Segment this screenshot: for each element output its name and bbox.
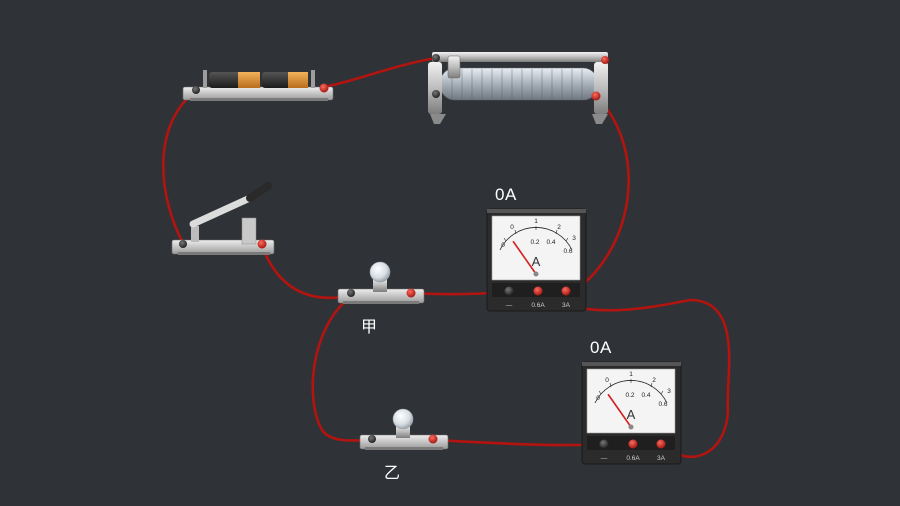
scale-inner-3: 0.6 <box>658 401 667 408</box>
terminal-label-negative: — <box>601 455 608 462</box>
bulb-yi-label: 乙 <box>384 463 401 482</box>
scale-outer-1: 1 <box>629 371 633 378</box>
scale-outer-2: 2 <box>652 377 656 384</box>
wire-bulb-jia-bulb-yi[interactable] <box>311 296 372 442</box>
scale-outer-0: 0 <box>605 377 609 384</box>
wire-battery-rheostat[interactable] <box>322 56 438 89</box>
terminal-label-negative: — <box>506 302 513 309</box>
wire-rheostat-ammeter-top[interactable] <box>564 94 630 299</box>
terminal-negative[interactable] <box>504 286 514 296</box>
terminal-0-6a[interactable] <box>533 286 543 296</box>
wire-bulb-yi-ammeter-bottom[interactable] <box>431 438 605 447</box>
scale-inner-1: 0.2 <box>625 392 634 399</box>
scale-inner-2: 0.4 <box>546 239 555 246</box>
ammeter-top[interactable]: 0 1 2 3 0 0.2 0.4 0.6 A — 0.6A 3A <box>486 208 587 312</box>
terminal-label-3a: 3A <box>657 455 666 462</box>
bulb-jia-label: 甲 <box>361 317 378 336</box>
scale-outer-3: 3 <box>572 235 576 242</box>
scale-outer-2: 2 <box>557 224 561 231</box>
ammeter-bottom[interactable]: 0 1 2 3 0 0.2 0.4 0.6 A — 0.6A 3A <box>581 361 682 465</box>
ammeter-unit-symbol: A <box>627 407 636 422</box>
terminal-3a[interactable] <box>561 286 571 296</box>
ammeter-bottom-reading: 0A <box>590 338 612 357</box>
ammeter-top-reading: 0A <box>495 185 517 204</box>
wires <box>161 56 731 459</box>
terminal-0-6a[interactable] <box>628 439 638 449</box>
scale-outer-0: 0 <box>510 224 514 231</box>
terminal-label-0-6a: 0.6A <box>531 302 545 309</box>
battery-holder[interactable] <box>182 70 334 101</box>
wire-switch-bulb-jia[interactable] <box>260 244 351 300</box>
terminal-3a[interactable] <box>656 439 666 449</box>
scale-inner-1: 0.2 <box>530 239 539 246</box>
bulb-jia[interactable] <box>337 261 425 304</box>
ammeter-unit-symbol: A <box>532 254 541 269</box>
terminal-negative[interactable] <box>599 439 609 449</box>
ammeter-needle <box>512 240 537 275</box>
terminal-label-3a: 3A <box>562 302 571 309</box>
ammeter-needle <box>607 393 632 428</box>
scale-inner-3: 0.6 <box>563 248 572 255</box>
knife-switch[interactable] <box>171 182 275 255</box>
wire-ammeter-top-ammeter-bottom[interactable] <box>536 290 731 459</box>
bulb-yi[interactable] <box>359 408 449 450</box>
scale-inner-0: 0 <box>501 242 505 249</box>
rheostat[interactable] <box>428 52 609 124</box>
scale-outer-3: 3 <box>667 388 671 395</box>
terminal-label-0-6a: 0.6A <box>626 455 640 462</box>
scale-inner-0: 0 <box>596 395 600 402</box>
scale-outer-1: 1 <box>534 218 538 225</box>
scale-inner-2: 0.4 <box>641 392 650 399</box>
wire-battery-switch[interactable] <box>161 91 195 245</box>
